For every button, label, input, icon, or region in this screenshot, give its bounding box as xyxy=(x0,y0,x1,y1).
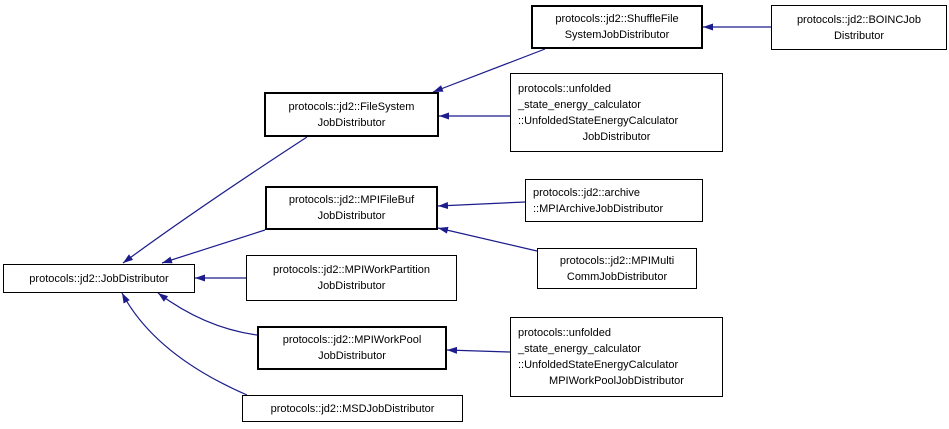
node-shufflefilesystem-jobdistributor[interactable]: protocols::jd2::ShuffleFile SystemJobDis… xyxy=(531,5,703,49)
node-label-line: _state_energy_calculator xyxy=(518,343,641,355)
node-unfoldedstateenergycalculator-mpiworkpool-jobdistributor[interactable]: protocols::unfolded _state_energy_calcul… xyxy=(510,317,723,397)
node-label-line: protocols::jd2::JobDistributor xyxy=(29,272,169,285)
node-unfoldedstateenergycalculator-jobdistributor[interactable]: protocols::unfolded _state_energy_calcul… xyxy=(510,73,723,152)
node-label-line: protocols::unfolded xyxy=(518,82,611,95)
node-label-line: protocols::jd2::BOINCJob xyxy=(796,13,922,26)
node-label-line: JobDistributor xyxy=(317,210,386,222)
edge-mpifilebuf-to-jobdistributor xyxy=(161,229,266,264)
edge-unfoldedwp-to-mpiworkpool xyxy=(446,346,511,354)
edge-mpimulti-to-mpifilebuf xyxy=(437,226,538,252)
node-label-line: _state_energy_calculator xyxy=(518,98,641,111)
node-label-line: protocols::jd2::FileSystem xyxy=(288,100,415,113)
node-label-line: CommJobDistributor xyxy=(566,270,668,283)
edge-filesystem-to-jobdistributor xyxy=(122,136,308,264)
node-label-line: Distributor xyxy=(833,29,885,42)
node-boinc-jobdistributor[interactable]: protocols::jd2::BOINCJob Distributor xyxy=(771,5,947,50)
node-mpiarchive-jobdistributor[interactable]: protocols::jd2::archive ::MPIArchiveJobD… xyxy=(525,179,703,222)
edge-archive-to-mpifilebuf xyxy=(437,201,526,210)
node-label-line: protocols::jd2::MSDJobDistributor xyxy=(270,402,435,415)
node-label-line: SystemJobDistributor xyxy=(564,29,670,41)
node-filesystem-jobdistributor[interactable]: protocols::jd2::FileSystem JobDistributo… xyxy=(264,92,439,137)
node-label-line: protocols::jd2::ShuffleFile xyxy=(555,13,679,25)
node-label-line: MPIWorkPoolJobDistributor xyxy=(549,375,684,387)
node-label-line: protocols::unfolded xyxy=(518,327,611,339)
node-label-line: JobDistributor xyxy=(317,116,386,129)
node-mpiworkpool-jobdistributor[interactable]: protocols::jd2::MPIWorkPool JobDistribut… xyxy=(257,326,447,370)
node-label-line: protocols::jd2::MPIWorkPartition xyxy=(273,264,430,276)
node-mpiworkpartition-jobdistributor[interactable]: protocols::jd2::MPIWorkPartition JobDist… xyxy=(246,255,457,301)
node-label-line: JobDistributor xyxy=(582,130,651,143)
node-label-line: protocols::jd2::MPIWorkPool xyxy=(282,334,422,346)
edge-shuffle-to-filesystem xyxy=(432,48,546,93)
node-msd-jobdistributor[interactable]: protocols::jd2::MSDJobDistributor xyxy=(242,395,463,422)
edge-mpiworkpool-to-jobdistributor xyxy=(157,292,258,336)
node-label-line: protocols::jd2::archive xyxy=(533,186,640,199)
node-label-line: protocols::jd2::MPIMulti xyxy=(559,254,675,267)
node-label-line: ::UnfoldedStateEnergyCalculator xyxy=(518,359,679,371)
node-label-line: JobDistributor xyxy=(318,350,386,362)
node-label-line: ::UnfoldedStateEnergyCalculator xyxy=(518,114,679,127)
node-label-line: protocols::jd2::MPIFileBuf xyxy=(288,194,415,206)
node-mpifilebuf-jobdistributor[interactable]: protocols::jd2::MPIFileBuf JobDistributo… xyxy=(265,186,438,230)
node-label-line: ::MPIArchiveJobDistributor xyxy=(533,202,664,215)
node-mpimulticomm-jobdistributor[interactable]: protocols::jd2::MPIMulti CommJobDistribu… xyxy=(537,248,697,289)
node-jobdistributor[interactable]: protocols::jd2::JobDistributor xyxy=(3,264,195,293)
node-label-line: JobDistributor xyxy=(317,280,386,292)
edge-msd-to-jobdistributor xyxy=(121,292,248,396)
